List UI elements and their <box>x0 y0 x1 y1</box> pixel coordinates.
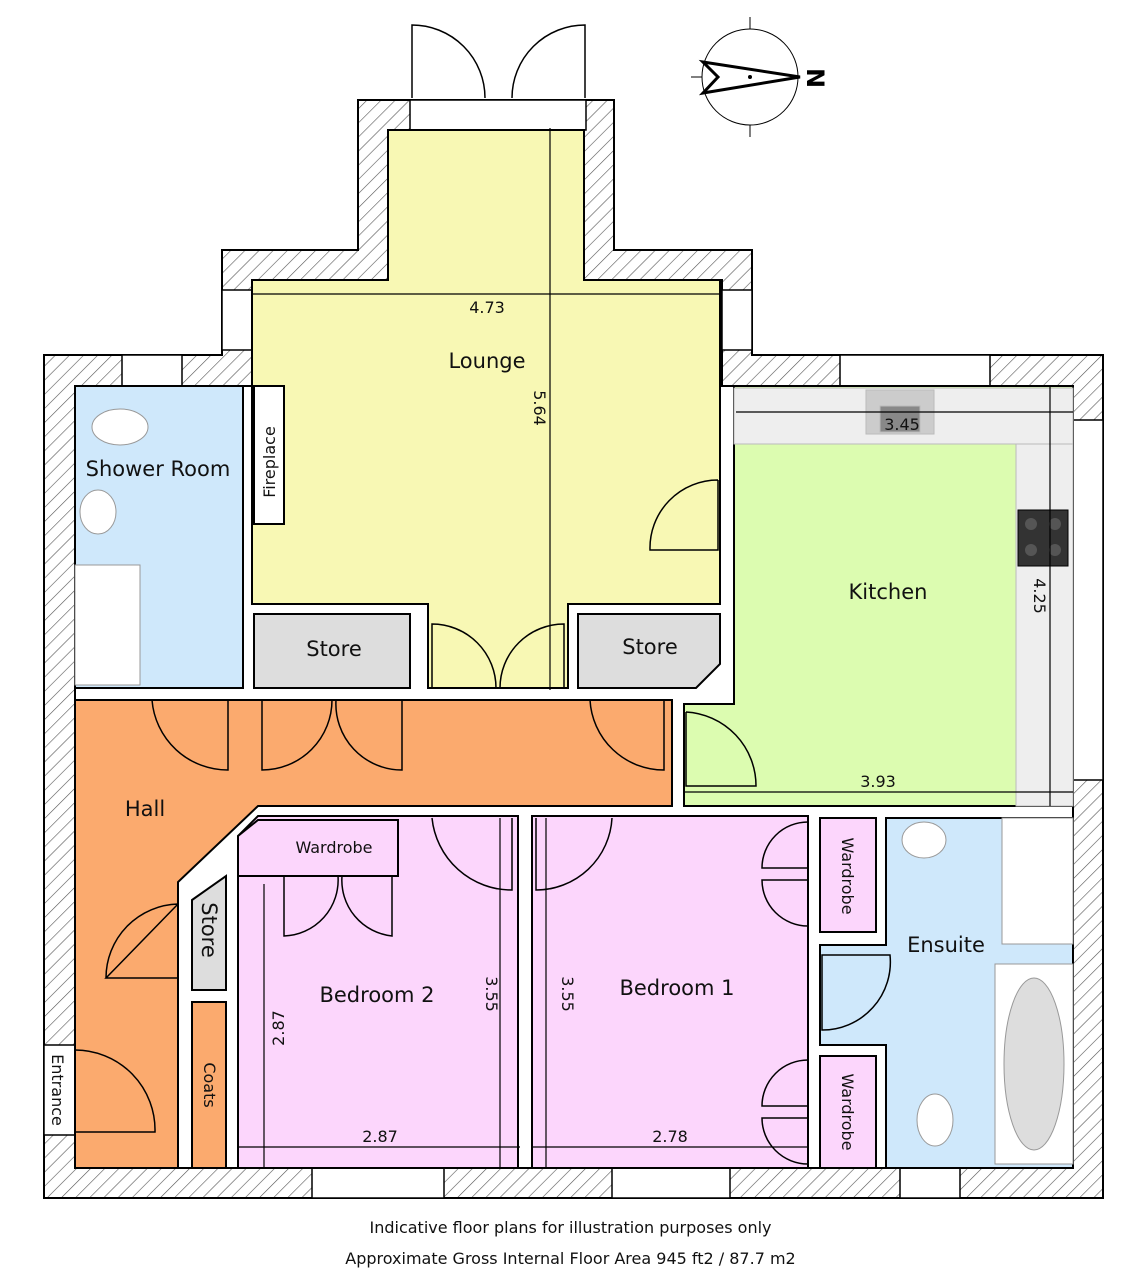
bathroom-fixtures <box>74 408 1074 1165</box>
caption-disclaimer: Indicative floor plans for illustration … <box>369 1218 772 1237</box>
wardrobe-bed1-bottom-label: Wardrobe <box>838 1073 857 1150</box>
wardrobe-bed2 <box>237 819 399 877</box>
dim-kitchen-top: 3.45 <box>884 415 920 434</box>
store-left-label: Store <box>306 637 362 661</box>
ensuite-label: Ensuite <box>907 933 985 957</box>
wardrobe-bed1-bottom <box>819 1055 877 1169</box>
wardrobe-bed1-top-label: Wardrobe <box>838 837 857 914</box>
hall-label: Hall <box>125 797 165 821</box>
store-left <box>253 613 411 689</box>
dim-lounge-width: 4.73 <box>469 298 505 317</box>
windows <box>43 99 1104 1199</box>
store-right <box>577 613 721 689</box>
bedroom-1 <box>531 815 809 1169</box>
dim-bed1-left: 3.55 <box>558 976 577 1012</box>
entrance-label: Entrance <box>48 1054 67 1126</box>
kitchen-counter <box>733 387 1074 807</box>
compass-icon: N <box>691 17 829 137</box>
wardrobe-bed1-top <box>819 817 877 933</box>
lounge-room <box>251 129 721 689</box>
coats-label: Coats <box>200 1062 219 1107</box>
store-hall <box>191 874 227 991</box>
doors <box>74 24 892 1165</box>
dim-bed2-width: 2.87 <box>362 1127 398 1146</box>
wardrobe-bed2-label: Wardrobe <box>295 838 372 857</box>
kitchen-label: Kitchen <box>849 580 928 604</box>
hob-icon <box>1017 509 1069 567</box>
coats-cupboard <box>191 1001 227 1169</box>
bedroom1-label: Bedroom 1 <box>619 976 734 1000</box>
dim-bed2-height: 2.87 <box>269 1010 288 1046</box>
dim-kitchen-side: 4.25 <box>1030 578 1049 614</box>
kitchen-room <box>683 385 1074 807</box>
fireplace <box>253 385 285 525</box>
dim-bed1-width: 2.78 <box>652 1127 688 1146</box>
dimension-lines <box>238 128 1073 1168</box>
compass-north-label: N <box>801 68 829 88</box>
dim-kitchen-bottom: 3.93 <box>860 772 896 791</box>
fireplace-label: Fireplace <box>260 426 279 498</box>
caption-floor-area: Approximate Gross Internal Floor Area 94… <box>345 1249 796 1268</box>
store-right-label: Store <box>622 635 678 659</box>
store-hall-label: Store <box>197 902 221 958</box>
hall <box>74 699 673 1169</box>
shower-room-label: Shower Room <box>86 457 231 481</box>
dim-bed2-right: 3.55 <box>482 976 501 1012</box>
lounge-label: Lounge <box>448 349 525 373</box>
bedroom2-label: Bedroom 2 <box>319 983 434 1007</box>
dim-lounge-length: 5.64 <box>530 390 549 426</box>
